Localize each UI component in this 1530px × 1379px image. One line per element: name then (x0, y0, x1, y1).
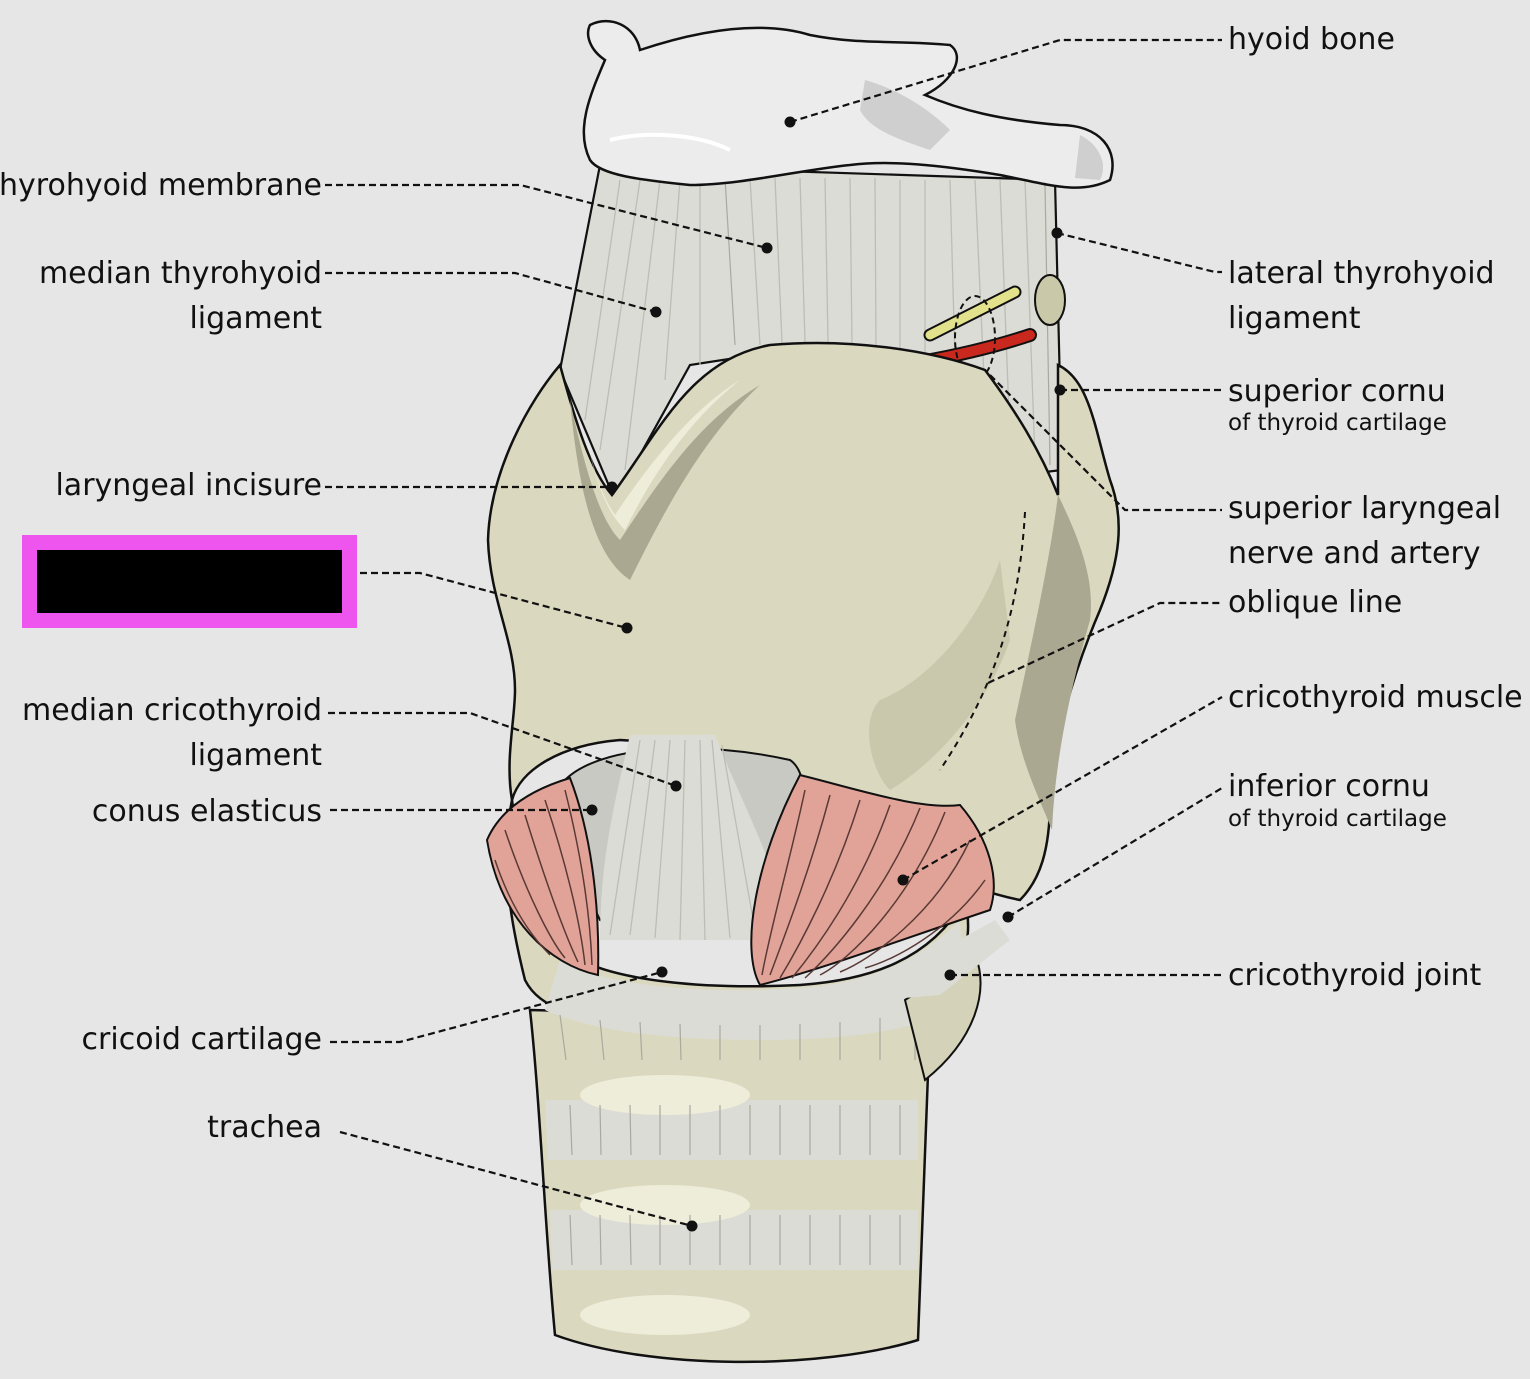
leader-thyrohyoid-membrane (325, 183, 768, 250)
leader-lateral-thyrohyoid (1056, 231, 1222, 274)
trachea-shape (528, 1008, 932, 1364)
leader-median-cricothyroid (328, 711, 677, 788)
leader-median-thyrohyoid (325, 271, 657, 314)
redacted-label-box (22, 535, 357, 628)
leader-hyoid-bone (789, 38, 1222, 124)
label-superior-laryngeal-2: nerve and artery (1228, 536, 1481, 571)
label-lateral-thyrohyoid-2: ligament (1228, 301, 1361, 336)
label-trachea: trachea (207, 1110, 322, 1145)
leader-lines (325, 38, 1223, 1228)
label-conus-elasticus: conus elasticus (92, 794, 322, 829)
label-oblique-line: oblique line (1228, 585, 1402, 620)
label-thyrohyoid-membrane: thyrohyoid membrane (0, 168, 322, 203)
label-superior-cornu: superior cornu (1228, 374, 1446, 409)
leader-superior-laryngeal (989, 374, 1222, 512)
leader-dots (586, 116, 1066, 1232)
leader-inferior-cornu (1007, 787, 1223, 918)
label-median-thyrohyoid-1: median thyrohyoid (39, 256, 322, 291)
label-hyoid-bone: hyoid bone (1228, 22, 1395, 57)
label-superior-laryngeal-1: superior laryngeal (1228, 491, 1501, 526)
leader-oblique-line (987, 601, 1222, 684)
leader-cricothyroid-muscle (902, 696, 1223, 881)
thyroid-cartilage-shape (486, 341, 1120, 902)
left-labels: thyrohyoid membrane median thyrohyoid li… (0, 168, 322, 1145)
label-median-cricothyroid-2: ligament (189, 738, 322, 773)
conus-elasticus-shape (563, 735, 806, 941)
label-cricoid-cartilage: cricoid cartilage (82, 1022, 322, 1057)
label-cricothyroid-muscle: cricothyroid muscle (1228, 680, 1523, 715)
label-lateral-thyrohyoid-1: lateral thyrohyoid (1228, 256, 1495, 291)
larynx-illustration (485, 19, 1120, 1364)
label-inferior-cornu: inferior cornu (1228, 769, 1430, 804)
leader-trachea (339, 1130, 693, 1228)
cricoid-cartilage-shape (505, 799, 1010, 1082)
right-labels: hyoid bone lateral thyrohyoid ligament s… (1228, 22, 1523, 993)
cricothyroid-muscle-right-shape (750, 773, 995, 987)
label-median-cricothyroid-1: median cricothyroid (22, 693, 322, 728)
thyrohyoid-membrane-shape (558, 163, 1064, 503)
label-inferior-cornu-sub: of thyroid cartilage (1228, 806, 1447, 832)
label-cricothyroid-joint: cricothyroid joint (1228, 958, 1482, 993)
leader-redacted (360, 571, 628, 630)
label-superior-cornu-sub: of thyroid cartilage (1228, 410, 1447, 436)
label-median-thyrohyoid-2: ligament (189, 301, 322, 336)
label-laryngeal-incisure: laryngeal incisure (55, 468, 322, 503)
leader-cricoid-cartilage (330, 970, 663, 1044)
